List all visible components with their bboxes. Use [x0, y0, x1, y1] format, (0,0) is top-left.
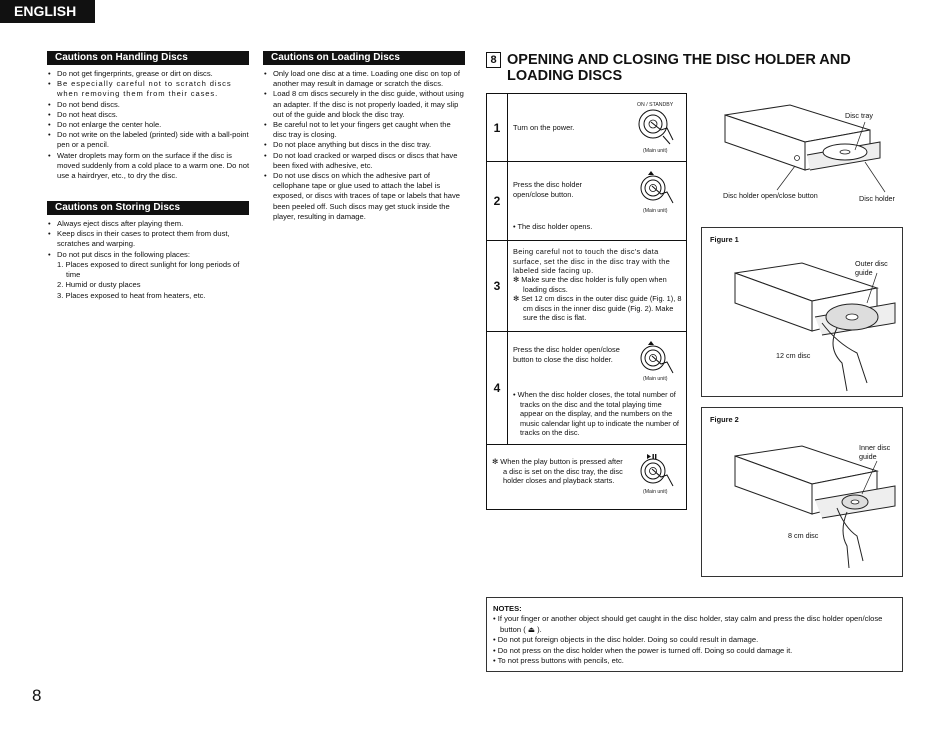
step-note: • The disc holder opens.: [513, 222, 593, 231]
list-item: Do not place anything but discs in the d…: [263, 140, 466, 150]
list-item: Do not get fingerprints, grease or dirt …: [47, 69, 250, 79]
list-item: Only load one disc at a time. Loading on…: [263, 69, 466, 89]
step-number: 4: [487, 332, 508, 444]
list-item: Keep discs in their cases to protect the…: [47, 229, 250, 249]
list-item: Always eject discs after playing them.: [47, 219, 250, 229]
power-button-icon: [638, 109, 674, 145]
step-4: 4 Press the disc holder open/close butto…: [487, 332, 686, 445]
label-8cm-disc: 8 cm disc: [788, 531, 819, 540]
figure-2-illustration: [734, 445, 896, 569]
eject-button-icon: [640, 341, 674, 374]
list-item: Do not enlarge the center hole.: [47, 120, 250, 130]
step-note-text: The disc holder opens.: [517, 222, 593, 231]
step-text: Press the disc holder open/close button.: [513, 180, 583, 199]
list-item: Do not put discs in the following places…: [47, 250, 250, 260]
note-text: Do not put foreign objects in the disc h…: [497, 635, 759, 645]
step-text: Being careful not to touch the disc's da…: [513, 247, 671, 276]
list-item: Do not heat discs.: [47, 110, 250, 120]
handling-title: Cautions on Handling Discs: [47, 51, 249, 65]
list-item: Do not use discs on which the adhesive p…: [263, 171, 466, 222]
list-item: Be careful not to let your fingers get c…: [263, 120, 466, 140]
loading-list: Only load one disc at a time. Loading on…: [263, 69, 466, 222]
step-note: • When the disc holder closes, the total…: [513, 390, 679, 438]
unit-label: (Main unit): [643, 489, 668, 495]
storing-list: Always eject discs after playing them. K…: [47, 219, 250, 260]
step-note-text: When the disc holder closes, the total n…: [517, 390, 679, 438]
list-item: 1. Places exposed to direct sunlight for…: [57, 260, 240, 280]
steps-table: 1 Turn on the power. ON / STANDBY (Main …: [486, 93, 687, 510]
list-item: • To not press buttons with pencils, etc…: [493, 656, 624, 666]
list-item: Water droplets may form on the surface i…: [47, 151, 250, 182]
list-item: Do not bend discs.: [47, 100, 250, 110]
handling-list: Do not get fingerprints, grease or dirt …: [47, 69, 250, 181]
figure-label: Figure 2: [710, 415, 739, 424]
step-5: ✻ When the play button is pressed after …: [487, 445, 686, 509]
step-text: ✻ When the play button is pressed after …: [492, 457, 623, 486]
storing-title: Cautions on Storing Discs: [47, 201, 249, 215]
page-number: 8: [32, 686, 42, 705]
step-number: 3: [487, 241, 508, 331]
step-3: 3 Being careful not to touch the disc's …: [487, 241, 686, 332]
note-text: To not press buttons with pencils, etc.: [497, 656, 624, 666]
note-text: If your finger or another object should …: [497, 614, 883, 634]
step-text: Turn on the power.: [513, 123, 575, 132]
label-open-close-button: Disc holder open/close button: [723, 191, 818, 200]
eject-button-icon: [640, 171, 674, 204]
loading-title: Cautions on Loading Discs: [263, 51, 465, 65]
step-sub-a-text: Make sure the disc holder is fully open …: [521, 275, 667, 294]
label-outer-guide: Outer disc guide: [855, 259, 888, 277]
list-item: • Do not put foreign objects in the disc…: [493, 635, 759, 645]
label-disc-tray: Disc tray: [845, 111, 873, 120]
label-inner-guide: Inner disc guide: [859, 443, 891, 461]
list-item: • Do not press on the disc holder when t…: [493, 645, 793, 655]
player-open-illustration: [724, 104, 886, 193]
list-item: 3. Places exposed to heat from heaters, …: [57, 290, 206, 300]
list-item: Do not write on the labeled (printed) si…: [47, 130, 250, 150]
unit-label: (Main unit): [643, 148, 668, 154]
step-number: 2: [487, 162, 508, 240]
figure-label: Figure 1: [710, 235, 739, 244]
list-item: 2. Humid or dusty places: [57, 280, 141, 290]
section-title: OPENING AND CLOSING THE DISC HOLDER AND …: [507, 52, 851, 84]
step-sub-b-text: Set 12 cm discs in the outer disc guide …: [521, 294, 682, 323]
notes-title: NOTES:: [493, 604, 522, 613]
figure-1: Figure 1 Outer disc guide 12 cm disc: [701, 227, 903, 397]
list-item: Load 8 cm discs securely in the disc gui…: [263, 89, 466, 120]
unit-label: (Main unit): [643, 376, 668, 382]
language-tab: ENGLISH: [0, 0, 95, 23]
unit-label: (Main unit): [643, 208, 668, 214]
step-2: 2 Press the disc holder open/close butto…: [487, 162, 686, 241]
label-12cm-disc: 12 cm disc: [776, 351, 811, 360]
note-text: Do not press on the disc holder when the…: [497, 645, 793, 655]
label-disc-holder: Disc holder: [859, 194, 895, 203]
figure-1-illustration: [734, 262, 896, 392]
figure-2: Figure 2 Inner disc guide 8 cm disc: [701, 407, 903, 577]
section-number: 8: [486, 52, 501, 68]
list-item: Be especially careful not to scratch dis…: [47, 79, 250, 99]
step-number: 1: [487, 94, 508, 161]
list-item: • If your finger or another object shoul…: [493, 614, 883, 634]
list-item: Do not load cracked or warped discs or d…: [263, 151, 466, 171]
section-heading: 8 OPENING AND CLOSING THE DISC HOLDER AND…: [486, 52, 906, 84]
step-text: Press the disc holder open/close button …: [513, 345, 620, 364]
step-1: 1 Turn on the power. ON / STANDBY (Main …: [487, 94, 686, 162]
notes-box: NOTES: • If your finger or another objec…: [486, 597, 903, 672]
button-label: ON / STANDBY: [637, 102, 674, 108]
step-sub-a: ✻ Make sure the disc holder is fully ope…: [513, 275, 682, 323]
play-pause-button-icon: [640, 454, 674, 487]
storing-places: 1. Places exposed to direct sunlight for…: [57, 260, 253, 301]
step-text-content: When the play button is pressed after a …: [500, 457, 623, 486]
